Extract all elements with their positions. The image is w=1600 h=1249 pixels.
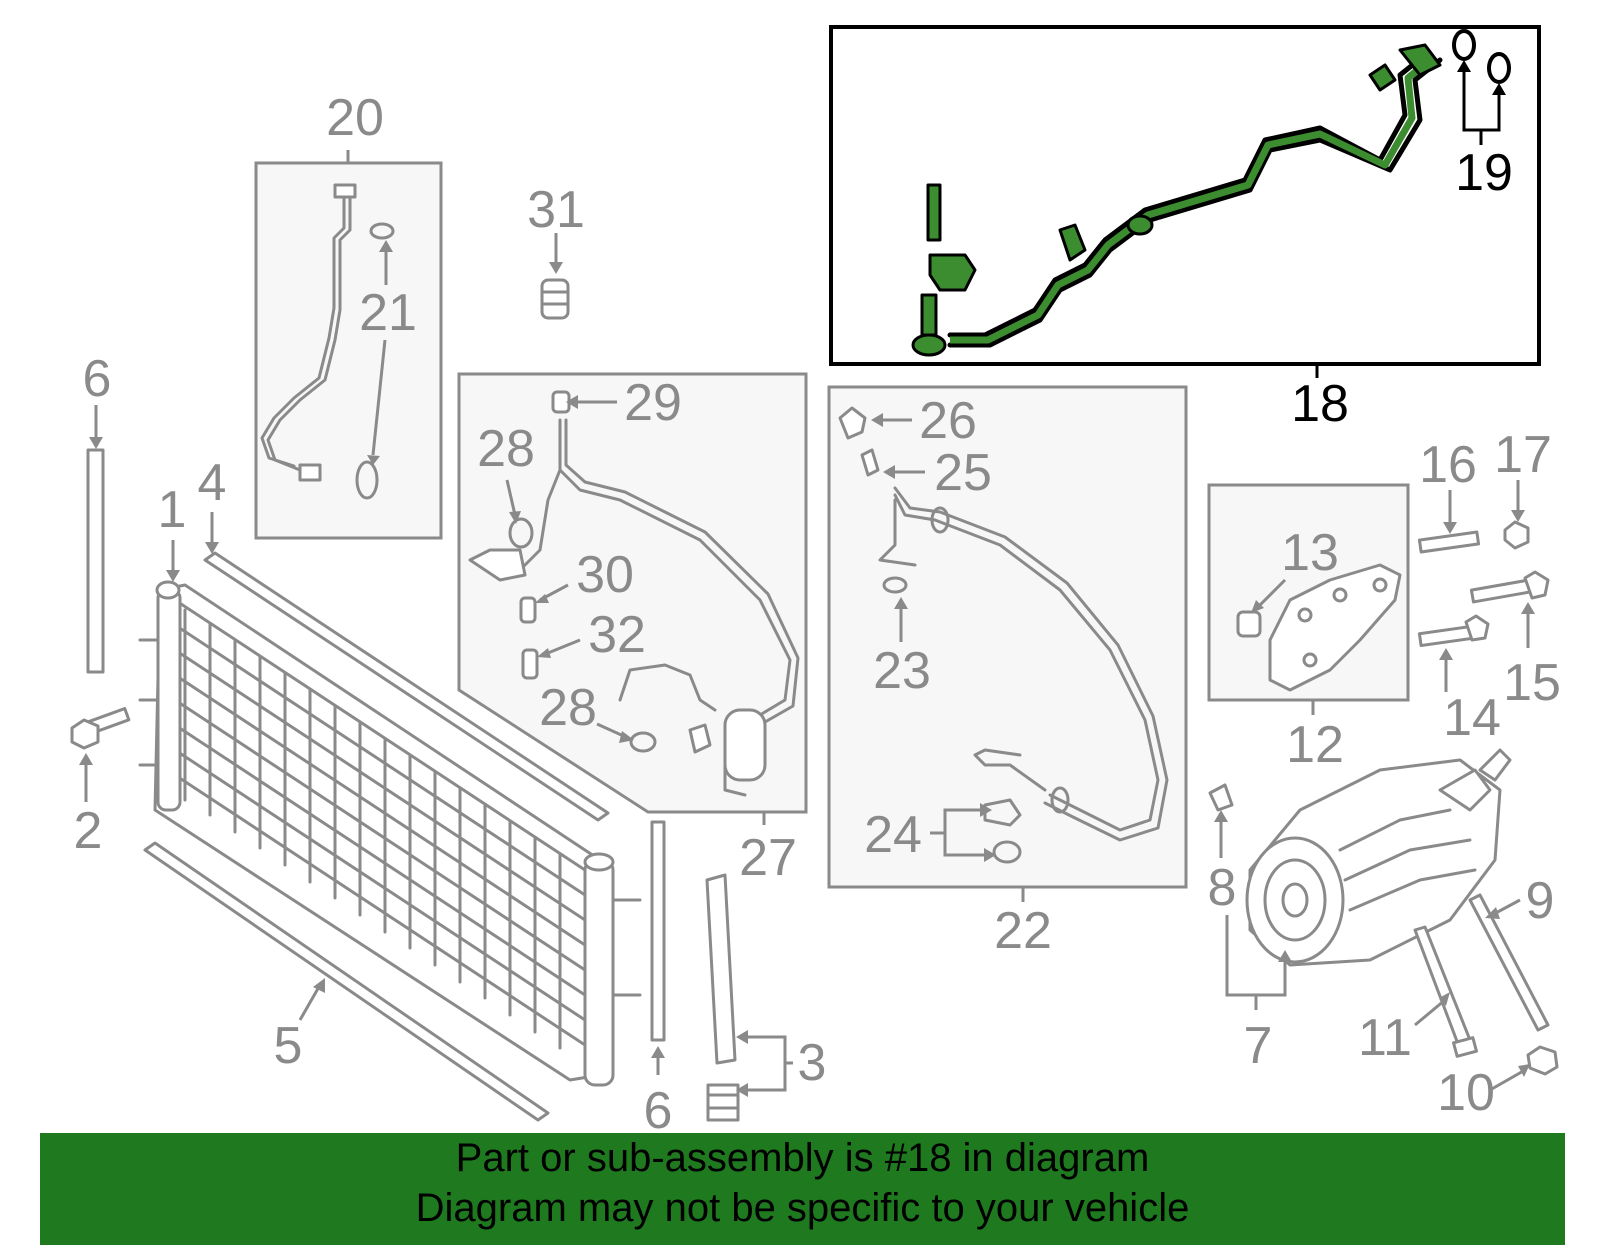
part-10-nut[interactable] <box>1526 1045 1559 1076</box>
part-2-bolt[interactable] <box>70 707 131 750</box>
callout-28-upper: 28 <box>477 420 535 478</box>
callout-22: 22 <box>994 902 1052 960</box>
part-23-oring[interactable] <box>882 576 908 594</box>
part-22-hose[interactable] <box>878 486 1169 842</box>
banner-line-1: Part or sub-assembly is #18 in diagram <box>455 1136 1150 1180</box>
callout-4: 4 <box>198 454 227 512</box>
part-9-bolt[interactable] <box>1468 893 1550 1032</box>
callout-6-right: 6 <box>644 1082 673 1140</box>
callout-27: 27 <box>739 829 797 887</box>
part-7-compressor[interactable] <box>1245 748 1512 967</box>
callout-31: 31 <box>527 181 585 239</box>
callout-23: 23 <box>873 642 931 700</box>
part-14-bolt[interactable] <box>1417 614 1490 648</box>
callout-25: 25 <box>934 444 992 502</box>
part-1-condenser[interactable] <box>138 580 642 1087</box>
callout-24: 24 <box>864 806 922 864</box>
part-4-seal[interactable] <box>203 551 610 822</box>
part-26-switch[interactable] <box>838 406 867 440</box>
part-28-oring-upper[interactable] <box>508 517 534 549</box>
callout-18: 18 <box>1291 375 1349 433</box>
part-31-bushing[interactable] <box>540 278 570 320</box>
part-12-plate[interactable] <box>1268 563 1402 692</box>
part-24-oring[interactable] <box>992 840 1022 864</box>
callout-13: 13 <box>1281 524 1339 582</box>
part-16-stud[interactable] <box>1417 530 1481 554</box>
callout-16: 16 <box>1419 436 1477 494</box>
callout-2: 2 <box>74 802 103 860</box>
callout-6-left: 6 <box>83 350 112 408</box>
callout-7: 7 <box>1244 1017 1273 1075</box>
callout-21: 21 <box>359 284 417 342</box>
info-banner: Part or sub-assembly is #18 in diagram D… <box>40 1133 1565 1245</box>
part-15-bolt[interactable] <box>1469 570 1550 604</box>
part-28-oring-lower[interactable] <box>629 731 657 753</box>
part-27-box[interactable] <box>457 372 808 814</box>
part-25-valve[interactable] <box>860 448 880 477</box>
callout-9: 9 <box>1526 872 1555 930</box>
part-24-gasket[interactable] <box>983 798 1022 827</box>
part-21-oring[interactable] <box>355 460 379 500</box>
part-11-bolt[interactable] <box>1413 925 1478 1058</box>
callout-17: 17 <box>1494 426 1552 484</box>
part-30-valve[interactable] <box>519 596 537 624</box>
callout-3: 3 <box>798 1034 827 1092</box>
callout-10: 10 <box>1437 1064 1495 1122</box>
callout-32: 32 <box>588 606 646 664</box>
part-3-drier[interactable] <box>705 873 740 1122</box>
callout-1: 1 <box>158 481 187 539</box>
part-19-orings[interactable] <box>1452 29 1511 84</box>
part-6-bracket-right[interactable] <box>650 820 666 1042</box>
callout-19: 19 <box>1455 144 1513 202</box>
callout-28-lower: 28 <box>539 679 597 737</box>
callout-12: 12 <box>1286 716 1344 774</box>
callout-30: 30 <box>576 546 634 604</box>
part-5-seal[interactable] <box>143 841 550 1122</box>
callout-20: 20 <box>326 89 384 147</box>
callout-26: 26 <box>919 392 977 450</box>
part-13-plug[interactable] <box>1236 610 1262 638</box>
part-18-hose-highlight[interactable] <box>911 43 1443 357</box>
part-21-oring-top[interactable] <box>369 222 395 240</box>
part-27-hose[interactable] <box>468 390 800 797</box>
callout-15: 15 <box>1503 654 1561 712</box>
part-20-hose[interactable] <box>260 183 357 482</box>
callout-11: 11 <box>1358 1009 1412 1067</box>
callout-8: 8 <box>1208 859 1237 917</box>
part-17-nut[interactable] <box>1503 520 1530 550</box>
banner-line-2: Diagram may not be specific to your vehi… <box>415 1186 1190 1230</box>
part-8-plug[interactable] <box>1208 783 1234 812</box>
part-32-switch[interactable] <box>521 648 539 680</box>
callout-19-arrows <box>1457 60 1506 95</box>
part-6-bracket-left[interactable] <box>86 448 105 674</box>
callout-14: 14 <box>1443 689 1501 747</box>
callout-29: 29 <box>624 374 682 432</box>
callout-5: 5 <box>274 1017 303 1075</box>
